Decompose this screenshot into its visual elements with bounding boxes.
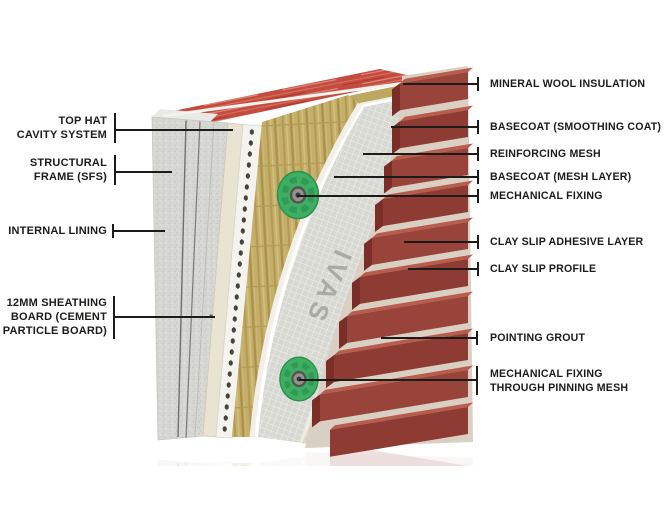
pointer-adhesive-layer (404, 235, 479, 249)
label-clay-slip-adhesive-layer: CLAY SLIP ADHESIVE LAYER (490, 236, 644, 248)
label-structural-frame-sfs: STRUCTURAL FRAME (SFS) (29, 157, 107, 183)
pointer-mechanical-fixing (297, 189, 479, 203)
pointer-structural-frame (114, 155, 172, 185)
label-mechanical-fixing-pinning-mesh: MECHANICAL FIXING THROUGH PINNING MESH (490, 368, 629, 394)
pointer-clay-slip-profile (408, 262, 479, 276)
top-hat-perforations (222, 129, 254, 432)
pointer-basecoat-mesh (334, 170, 479, 184)
pointer-sheathing-board (113, 296, 215, 339)
top-hat-rail (215, 124, 263, 439)
clay-slip-courses (312, 67, 473, 457)
pointer-fixing-pinning-mesh (299, 366, 478, 395)
label-reinforcing-mesh: REINFORCING MESH (490, 148, 601, 160)
label-clay-slip-profile: CLAY SLIP PROFILE (490, 263, 597, 275)
pointer-pointing-grout (381, 331, 478, 345)
label-pointing-grout: POINTING GROUT (490, 332, 586, 344)
top-capping-surface (163, 69, 420, 124)
pointer-top-hat (114, 113, 233, 143)
pointer-lines (112, 77, 479, 395)
label-top-hat-cavity-system: TOP HAT CAVITY SYSTEM (16, 115, 107, 141)
pointer-basecoat-smoothing (391, 120, 479, 134)
floor-reflection (152, 443, 473, 519)
pointer-mineral-wool (403, 77, 479, 91)
label-internal-lining: INTERNAL LINING (8, 225, 107, 237)
pointer-reinforcing-mesh (363, 147, 479, 161)
pointer-internal-lining (112, 224, 165, 238)
label-basecoat-mesh-layer: BASECOAT (MESH LAYER) (490, 171, 632, 183)
label-basecoat-smoothing-coat: BASECOAT (SMOOTHING COAT) (490, 121, 662, 133)
label-mineral-wool-insulation: MINERAL WOOL INSULATION (490, 78, 646, 90)
label-sheathing-board: 12MM SHEATHING BOARD (CEMENT PARTICLE BO… (2, 297, 107, 337)
lining-top-face (152, 109, 218, 122)
label-mechanical-fixing: MECHANICAL FIXING (490, 190, 603, 202)
